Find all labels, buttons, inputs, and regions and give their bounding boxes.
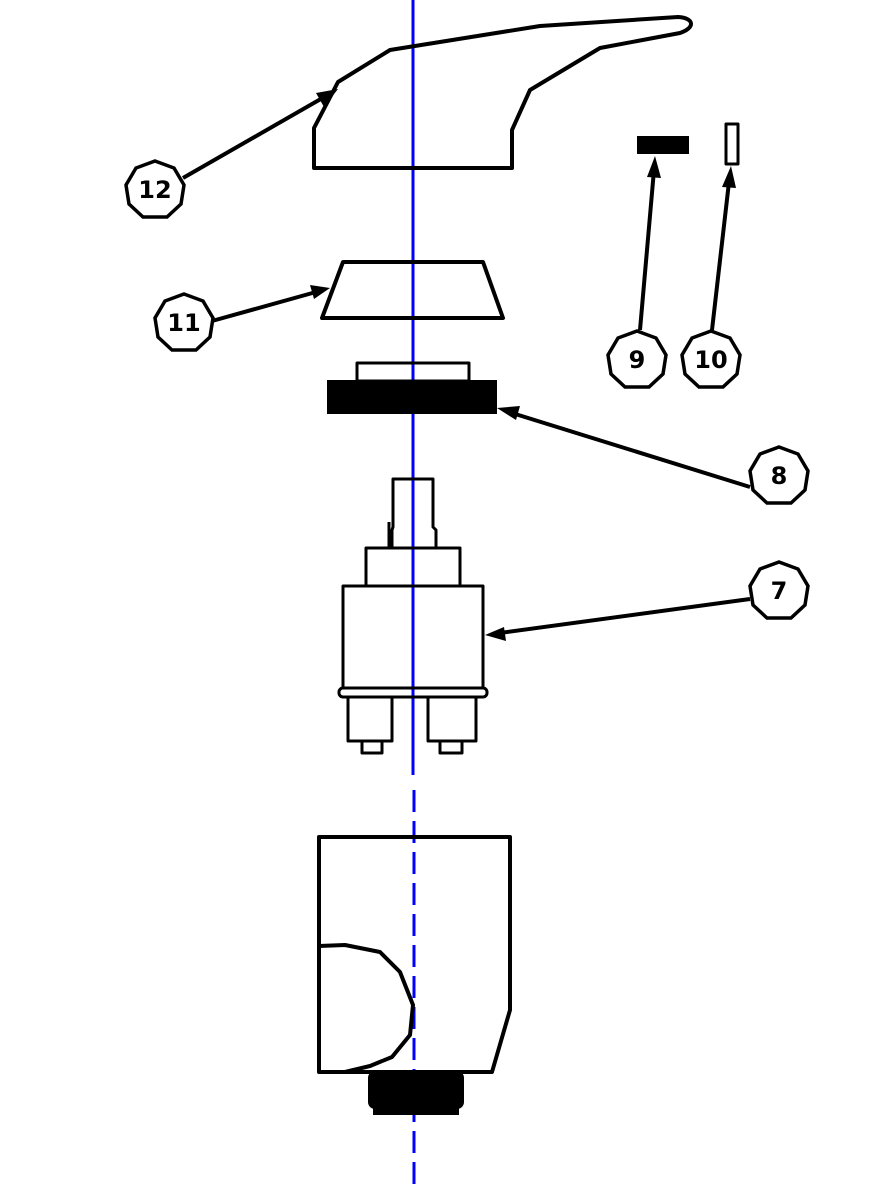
callout-label-8: 8 <box>771 462 788 490</box>
part-9-screw <box>637 136 689 154</box>
balloon-9: 9 <box>606 329 668 389</box>
balloon-10: 10 <box>680 329 742 389</box>
part-11-cover-cap <box>320 260 505 320</box>
balloon-7: 7 <box>748 560 810 620</box>
part-8-retaining-nut <box>327 361 497 414</box>
arrowhead-12 <box>316 89 338 107</box>
balloon-10-octagon <box>680 329 742 389</box>
callout-label-9: 9 <box>629 346 646 374</box>
balloon-8-octagon <box>748 445 810 505</box>
leader-12 <box>182 94 327 180</box>
balloon-8: 8 <box>748 445 810 505</box>
callout-label-11: 11 <box>167 309 200 337</box>
balloon-12: 12 <box>124 159 186 219</box>
arrowhead-10 <box>722 166 736 188</box>
leader-lines <box>182 89 751 641</box>
leader-7 <box>499 597 751 635</box>
leader-10 <box>710 181 731 331</box>
leader-11 <box>211 290 317 323</box>
callout-label-7: 7 <box>771 577 788 605</box>
arrowhead-8 <box>497 406 520 420</box>
leader-9 <box>638 169 656 331</box>
arrowhead-7 <box>485 627 506 641</box>
part-10-pin <box>724 122 740 166</box>
balloon-11-octagon <box>153 292 215 352</box>
leader-8 <box>511 411 751 489</box>
valve-body-housing <box>317 835 512 1115</box>
callout-label-10: 10 <box>694 346 727 374</box>
callout-label-12: 12 <box>138 176 171 204</box>
balloon-11: 11 <box>153 292 215 352</box>
balloon-7-octagon <box>748 560 810 620</box>
part-12-lever-handle <box>312 15 693 170</box>
balloon-9-octagon <box>606 329 668 389</box>
part-7-cartridge <box>337 477 489 755</box>
arrowhead-11 <box>310 285 330 299</box>
balloon-12-octagon <box>124 159 186 219</box>
arrowhead-9 <box>647 156 661 178</box>
